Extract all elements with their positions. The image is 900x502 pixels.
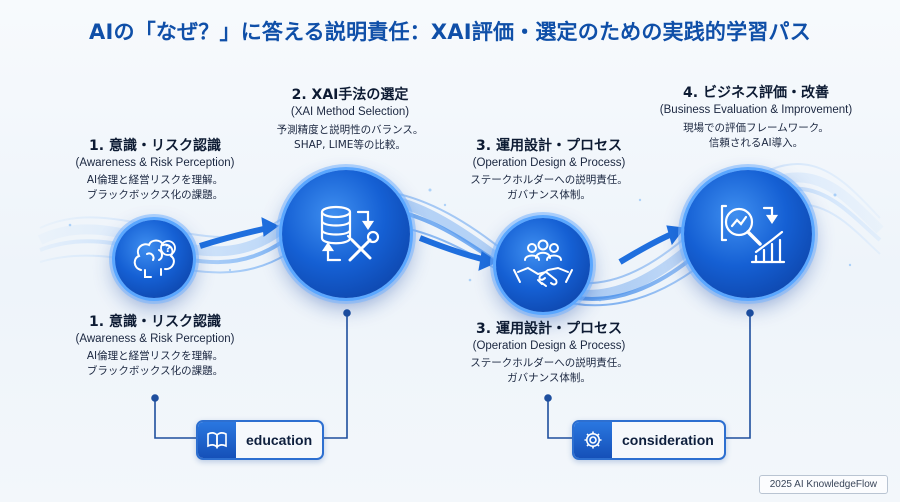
brain-icon: ? <box>133 239 176 278</box>
step3-desc1: ステークホルダーへの説明責任。 <box>470 357 628 369</box>
step4-heading: 4. ビジネス評価・改善 <box>683 85 829 101</box>
magnifier-chart-icon <box>720 204 786 264</box>
step3-desc1: ステークホルダーへの説明責任。 <box>470 174 628 186</box>
step2-desc2: SHAP, LIME等の比較。 <box>294 139 406 151</box>
step3-desc2: ガバナンス体制。 <box>507 189 591 201</box>
database-tools-icon <box>320 205 380 262</box>
step3-top-block: 3. 運用設計・プロセス (Operation Design & Process… <box>440 137 658 203</box>
education-tag: education <box>196 420 325 460</box>
step1-desc2: ブラックボックス化の課題。 <box>86 189 224 201</box>
step1-desc2: ブラックボックス化の課題。 <box>86 365 224 377</box>
gear-icon <box>574 422 612 458</box>
flow-arrows <box>199 217 685 271</box>
node-operation-design <box>496 218 590 312</box>
sparkles <box>68 188 852 302</box>
node-awareness: ? <box>115 220 193 298</box>
consideration-label: consideration <box>622 432 714 448</box>
step2-heading: 2. XAI手法の選定 <box>291 87 409 103</box>
book-icon <box>198 422 236 458</box>
step1-desc1: AI倫理と経営リスクを理解。 <box>86 350 224 362</box>
step2-block: 2. XAI手法の選定 (XAI Method Selection) 予測精度と… <box>250 86 450 153</box>
page-title: AIの「なぜ？」に答える説明責任：XAI評価・選定のための実践的学習パス <box>89 20 811 44</box>
step2-english: (XAI Method Selection) <box>290 106 410 118</box>
node-business-evaluation <box>684 170 812 298</box>
step3-english: (Operation Design & Process) <box>472 340 626 352</box>
footer-credit: 2025 AI KnowledgeFlow <box>758 475 888 494</box>
node-method-selection <box>282 170 410 298</box>
step1-english: (Awareness & Risk Perception) <box>75 157 235 169</box>
step4-english: (Business Evaluation & Improvement) <box>659 104 853 116</box>
step4-desc2: 信頼されるAI導入。 <box>708 137 804 149</box>
step3-bottom-block: 3. 運用設計・プロセス (Operation Design & Process… <box>440 320 658 386</box>
consideration-tag: consideration <box>572 420 726 460</box>
svg-text:?: ? <box>165 244 171 255</box>
step3-english: (Operation Design & Process) <box>472 157 626 169</box>
step1-heading: 1. 意識・リスク認識 <box>89 138 221 154</box>
step1-heading: 1. 意識・リスク認識 <box>89 314 221 330</box>
step3-desc2: ガバナンス体制。 <box>507 372 591 384</box>
step1-top-block: 1. 意識・リスク認識 (Awareness & Risk Perception… <box>50 137 260 203</box>
education-label: education <box>246 432 313 448</box>
step4-desc1: 現場での評価フレームワーク。 <box>683 122 829 134</box>
step1-bottom-block: 1. 意識・リスク認識 (Awareness & Risk Perception… <box>50 313 260 379</box>
connector-lines <box>151 309 754 439</box>
step2-desc1: 予測精度と説明性のバランス。 <box>276 124 424 136</box>
step4-block: 4. ビジネス評価・改善 (Business Evaluation & Impr… <box>640 84 872 151</box>
step3-heading: 3. 運用設計・プロセス <box>476 321 622 337</box>
step1-desc1: AI倫理と経営リスクを理解。 <box>86 174 224 186</box>
step1-english: (Awareness & Risk Perception) <box>75 333 235 345</box>
step3-heading: 3. 運用設計・プロセス <box>476 138 622 154</box>
handshake-team-icon <box>513 239 573 287</box>
